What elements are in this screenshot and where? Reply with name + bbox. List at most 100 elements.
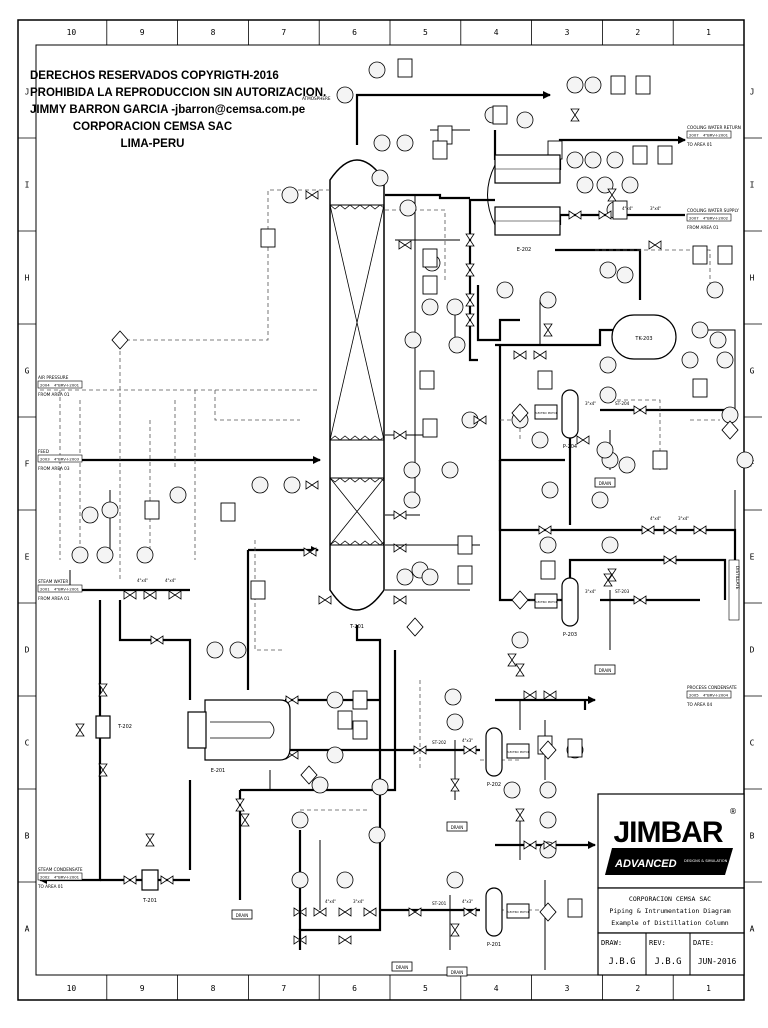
interlock-diamond — [511, 590, 529, 610]
gate-valve — [465, 233, 475, 247]
instrument-bubble — [584, 151, 602, 169]
motor-label-1: ELECTRIC MOTOR — [534, 411, 557, 415]
instrument-bubble — [539, 811, 557, 829]
instrument-bubble — [283, 476, 301, 494]
svg-text:STEAM CONDENSATE: STEAM CONDENSATE — [38, 867, 83, 872]
gate-valve — [235, 798, 245, 812]
instrument-panel — [352, 720, 368, 740]
instrument-bubble — [446, 713, 464, 731]
gate-valve — [123, 590, 137, 600]
svg-text:4"BRV-I-2001: 4"BRV-I-2001 — [54, 587, 80, 592]
interlock-diamond — [111, 330, 129, 350]
grid-row-label: A — [750, 925, 755, 934]
grid-row-label: D — [25, 646, 30, 655]
reducer-label-9: 4"x3" — [462, 738, 473, 743]
instrument-bubble — [399, 199, 417, 217]
gate-valve — [523, 690, 537, 700]
svg-text:2005: 2005 — [689, 693, 699, 698]
instrument-panel — [422, 275, 438, 295]
instrument-panel — [144, 500, 160, 520]
instrument-panel — [612, 200, 628, 220]
instrument-panel — [250, 580, 266, 600]
gate-valve — [607, 188, 617, 202]
instrument-bubble — [251, 476, 269, 494]
motor-label-4: ELECTRIC MOTOR — [506, 910, 529, 914]
svg-text:2002: 2002 — [40, 875, 50, 880]
drain-label-6: DRAIN — [451, 970, 464, 975]
drain-label-1: DRAIN — [599, 481, 612, 486]
electric-motors — [506, 404, 558, 919]
steam-trap-t202-tag: T-202 — [117, 724, 132, 730]
gate-valve — [570, 108, 580, 122]
grid-column-label: 5 — [423, 28, 428, 37]
stream-cw-return: COOLING WATER RETURN 2007 4"BRV-I-2001 T… — [686, 125, 741, 147]
gate-valve — [598, 210, 612, 220]
instrument-panel — [397, 58, 413, 78]
gate-valve — [641, 525, 655, 535]
instrument-bubbles — [71, 61, 754, 889]
svg-text:COOLING WATER RETURN: COOLING WATER RETURN — [687, 125, 741, 130]
grid-column-label: 6 — [352, 28, 357, 37]
gate-valve — [240, 813, 250, 827]
instrument-bubble — [396, 568, 414, 586]
instrument-panel — [352, 690, 368, 710]
instrument-panel — [422, 248, 438, 268]
instrument-bubble — [101, 501, 119, 519]
svg-text:2007: 2007 — [689, 133, 699, 138]
grid-row-label: H — [750, 274, 755, 283]
gate-valve — [305, 190, 319, 200]
svg-text:4"BRV-I-2003: 4"BRV-I-2003 — [54, 457, 80, 462]
instrument-bubble — [96, 546, 114, 564]
gate-valve — [523, 840, 537, 850]
gate-valve — [150, 635, 164, 645]
copyright-notice: DERECHOS RESERVADOS COPYRIGTH-2016 PROHI… — [30, 68, 326, 153]
grid-column-label: 7 — [281, 28, 286, 37]
interlock-diamond — [721, 420, 739, 440]
gate-valve — [543, 690, 557, 700]
gate-valve — [633, 405, 647, 415]
instrument-bubble — [618, 456, 636, 474]
instrument-bubble — [446, 298, 464, 316]
instrument-panel — [432, 140, 448, 160]
drawing-title-1: Piping & Intrumentation Diagram — [609, 907, 730, 915]
copyright-line-4: CORPORACION CEMSA SAC — [72, 121, 233, 133]
svg-text:4"BRV-I-2004: 4"BRV-I-2004 — [703, 693, 729, 698]
svg-text:2007: 2007 — [689, 216, 699, 221]
gate-valve — [648, 240, 662, 250]
instrument-bubble — [584, 76, 602, 94]
grid-column-label: 2 — [635, 28, 640, 37]
strainer-st204: ST-204 — [615, 401, 630, 406]
instrument-bubble — [616, 266, 634, 284]
instrument-bubble — [281, 186, 299, 204]
instrument-bubble — [291, 871, 309, 889]
gate-valve — [293, 907, 307, 917]
exchanger-e202 — [487, 154, 561, 236]
interlock-diamond — [511, 403, 529, 423]
instrument-panel — [635, 75, 651, 95]
instrument-bubble — [566, 151, 584, 169]
distillation-column — [329, 159, 385, 611]
strainer-st203: ST-203 — [615, 589, 630, 594]
instrument-bubble — [336, 871, 354, 889]
logo-text: JIMBAR — [613, 816, 723, 849]
stream-distillate: DISTILLATE — [728, 559, 740, 621]
instrument-bubble — [421, 298, 439, 316]
svg-text:TO AREA 04: TO AREA 04 — [686, 702, 712, 707]
grid-row-label: J — [25, 88, 30, 97]
steam-trap-t201 — [141, 869, 159, 891]
reducer-label-6: 4"x4" — [650, 516, 661, 521]
grid-column-label: 8 — [211, 984, 216, 993]
copyright-line-5: LIMA-PERU — [120, 138, 185, 150]
motor-label-3: ELECTRIC MOTOR — [506, 750, 529, 754]
instrument-bubble — [601, 536, 619, 554]
instrument-panel — [537, 370, 553, 390]
instrument-bubble — [396, 134, 414, 152]
instrument-bubble — [448, 336, 466, 354]
svg-text:FEED: FEED — [38, 449, 49, 454]
stream-air: AIR PRESSURE 2004 4"BRV-I-2001 FROM AREA… — [37, 375, 83, 397]
grid-row-label: I — [25, 181, 30, 190]
instrument-bubble — [404, 331, 422, 349]
instrument-bubble — [71, 546, 89, 564]
gate-valve — [363, 907, 377, 917]
